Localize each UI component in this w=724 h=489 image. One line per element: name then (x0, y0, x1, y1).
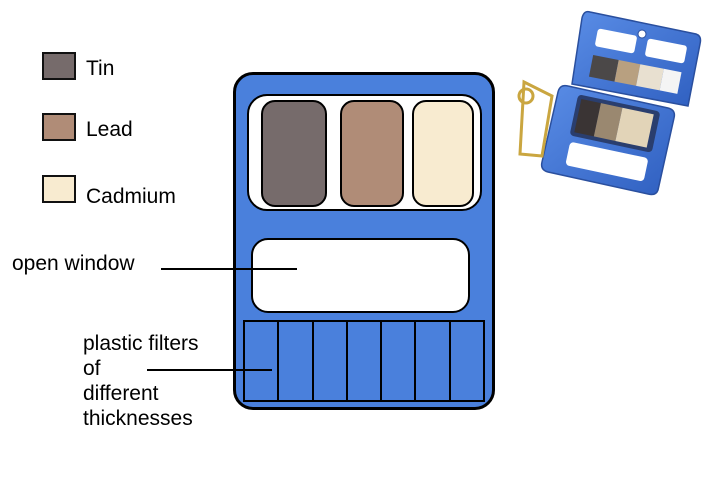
cadmium-filter-strip (412, 100, 474, 207)
plastic-filters-label-line: of (83, 357, 101, 380)
film-badge-photo-icon (517, 10, 702, 196)
open-window-area (251, 238, 470, 313)
legend-swatch-cadmium (42, 175, 76, 203)
plastic-filter-cell (382, 322, 417, 400)
lead-filter-strip (340, 100, 404, 207)
legend-label-tin: Tin (86, 57, 115, 80)
legend-swatch-lead (42, 113, 76, 141)
plastic-filter-cell (279, 322, 314, 400)
legend-swatch-tin (42, 52, 76, 80)
plastic-filters-label: plastic filters of different thicknesses (83, 331, 199, 431)
plastic-filter-cell (245, 322, 280, 400)
open-window-label: open window (12, 252, 135, 275)
plastic-filters-label-line: thicknesses (83, 407, 193, 430)
plastic-filters-label-line: plastic filters (83, 332, 199, 355)
tin-filter-strip (261, 100, 327, 207)
plastic-filters-pointer-line (147, 369, 272, 371)
plastic-filter-cell (451, 322, 483, 400)
legend-label-lead: Lead (86, 118, 133, 141)
plastic-filter-cell (348, 322, 383, 400)
plastic-filters-label-line: different (83, 382, 159, 405)
plastic-filter-cell (416, 322, 451, 400)
legend-label-cadmium: Cadmium (86, 185, 176, 208)
plastic-filter-cell (314, 322, 348, 400)
plastic-filters-block (243, 320, 485, 402)
open-window-pointer-line (161, 268, 297, 270)
